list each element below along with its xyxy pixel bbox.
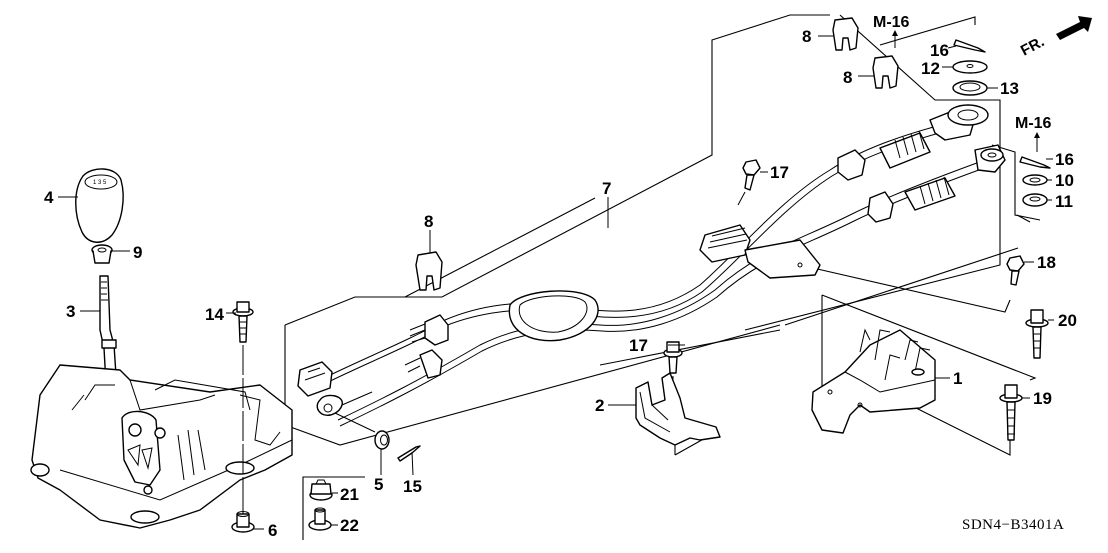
front-arrow-icon (1056, 16, 1092, 40)
washer-13-part (952, 80, 988, 96)
assembly-outline-nut-group (302, 476, 365, 540)
callout-13: 13 (1000, 79, 1019, 98)
lower-bracket-part (811, 328, 936, 434)
reference-m16-upper: M-16 (873, 14, 910, 48)
knob-nut-part (91, 244, 113, 264)
reference-label: M-16 (873, 14, 910, 31)
callout-15: 15 (403, 477, 422, 496)
up-arrow-icon (1034, 132, 1040, 138)
callout-3: 3 (66, 302, 75, 321)
callout-9: 9 (133, 243, 142, 262)
bushing-part (374, 430, 390, 450)
callout-8-left: 8 (424, 212, 433, 231)
diagram-code: SDN4−B3401A (962, 517, 1064, 533)
callout-21: 21 (340, 485, 359, 504)
collar-part (231, 511, 255, 533)
callout-22: 22 (340, 516, 359, 535)
bolt-17-lower-part (663, 341, 683, 374)
callout-6: 6 (268, 521, 277, 540)
callout-11: 11 (1055, 192, 1073, 211)
cotter-pin-upper-part (953, 39, 986, 53)
reference-m16-lower: M-16 (1015, 115, 1052, 152)
shift-knob-part: 1 3 5 (75, 168, 124, 243)
up-arrow-icon (892, 30, 898, 36)
collar-22-part (308, 507, 332, 531)
callout-20: 20 (1058, 311, 1077, 330)
shift-cable-assembly-part (297, 104, 1006, 427)
cable-bracket-part (635, 372, 721, 446)
svg-text:1 3 5: 1 3 5 (93, 180, 107, 186)
bolt-14-part (232, 301, 254, 343)
shift-lever-housing-part (30, 364, 293, 529)
callout-8-upper: 8 (802, 27, 811, 46)
bolt-18-part (1006, 255, 1025, 286)
washer-11-part (1022, 193, 1048, 207)
bolt-19-part (999, 384, 1023, 441)
assembly-outline-bracket (599, 247, 1037, 456)
reference-label: M-16 (1015, 115, 1052, 132)
cable-clip-upper-part (832, 17, 859, 51)
cable-clip-left-part (415, 251, 443, 291)
nut-21-part (309, 479, 333, 501)
bolt-20-part (1025, 309, 1049, 359)
callout-4: 4 (44, 188, 54, 207)
callout-2: 2 (595, 396, 604, 415)
cotter-pin-15-part (397, 445, 421, 462)
callout-7: 7 (602, 179, 611, 198)
callout-8-middle: 8 (843, 68, 852, 87)
bolt-17-upper-part (742, 159, 761, 191)
callout-1: 1 (953, 369, 962, 388)
assembly-outline-cable (284, 14, 1041, 446)
washer-10-part (1022, 174, 1048, 186)
washer-12-part (952, 60, 988, 74)
cotter-pin-lower-part (1019, 156, 1051, 169)
callout-16-upper: 16 (930, 41, 949, 60)
front-direction-indicator: FR. (1018, 16, 1092, 60)
front-label: FR. (1018, 33, 1047, 59)
callout-19: 19 (1033, 389, 1052, 408)
callout-numbers: 4 9 3 14 6 5 15 21 22 2 8 7 17 17 8 8 16… (44, 27, 1077, 540)
callout-18: 18 (1037, 253, 1056, 272)
callout-17-upper: 17 (770, 163, 789, 182)
callout-10: 10 (1055, 171, 1074, 190)
callout-14: 14 (205, 305, 224, 324)
callout-5: 5 (374, 475, 383, 494)
callout-17-lower: 17 (629, 336, 648, 355)
callout-16-lower: 16 (1055, 150, 1074, 169)
callout-12: 12 (921, 59, 940, 78)
cable-clip-middle-part (872, 55, 899, 89)
callout-leaders (58, 35, 1054, 530)
